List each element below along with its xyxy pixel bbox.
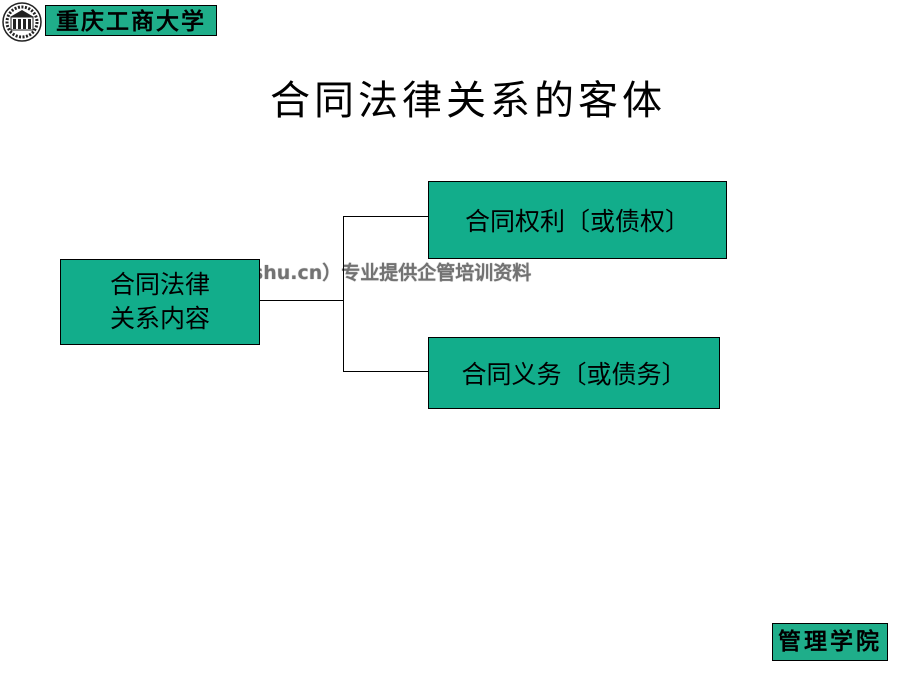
- branch-node-contract-rights: 合同权利〔或债权〕: [428, 181, 727, 259]
- slide-title: 合同法律关系的客体: [270, 78, 666, 124]
- connector-root-horizontal: [260, 300, 344, 301]
- connector-vertical: [343, 216, 344, 372]
- branch-node-contract-duties: 合同义务〔或债务〕: [428, 337, 720, 409]
- university-logo: [2, 2, 42, 42]
- root-node-line-2: 关系内容: [109, 304, 210, 333]
- root-node-contract-relation-content: 合同法律 关系内容: [60, 259, 260, 345]
- branch-rights-label: 合同权利〔或债权〕: [464, 207, 690, 236]
- connector-to-rights: [343, 216, 428, 217]
- connector-to-duties: [343, 371, 428, 372]
- department-badge: 管理学院: [772, 623, 888, 661]
- branch-duties-label: 合同义务〔或债务〕: [461, 360, 687, 389]
- root-node-line-1: 合同法律: [109, 270, 210, 299]
- university-name-badge: 重庆工商大学: [45, 5, 217, 36]
